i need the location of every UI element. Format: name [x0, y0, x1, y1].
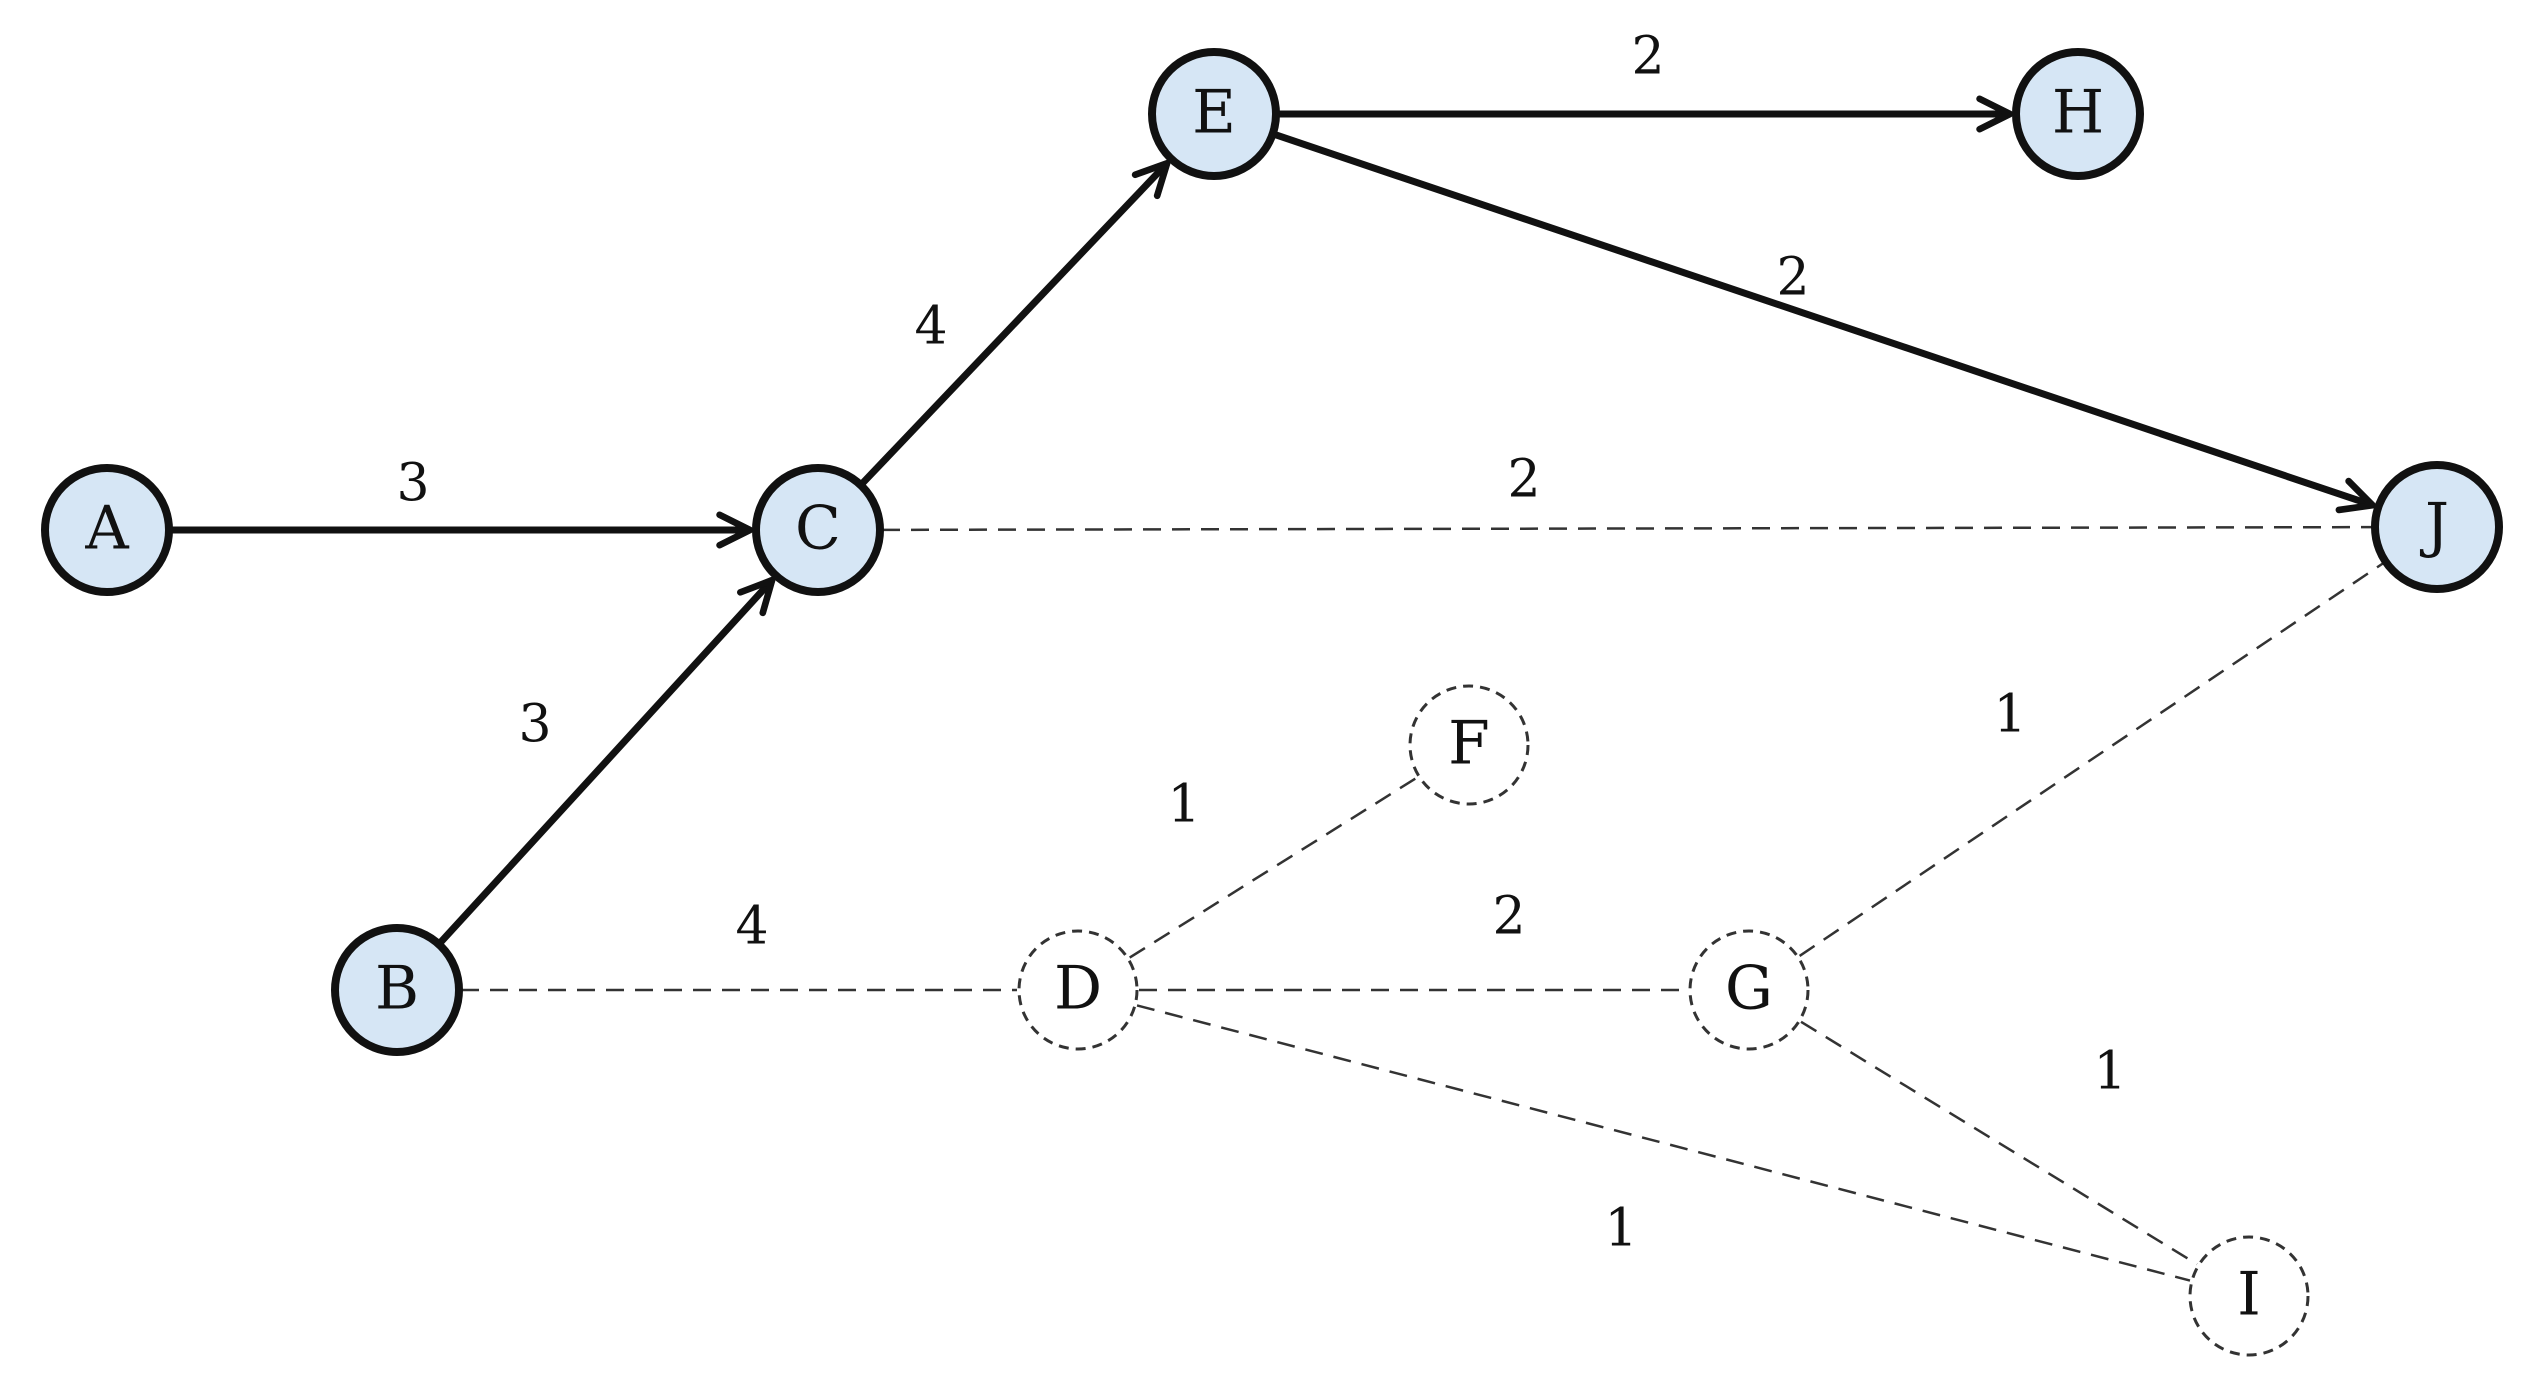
node-label-e: E [1192, 78, 1236, 148]
edge-weight-e-h: 2 [1631, 27, 1664, 87]
node-circle-e [1148, 48, 1280, 180]
edge-weight-e-j: 2 [1776, 248, 1809, 308]
node-d: D [1017, 929, 1139, 1051]
node-label-a: A [84, 494, 129, 564]
edge-weight-d-i: 1 [1604, 1199, 1637, 1259]
node-j: J [2371, 461, 2503, 593]
node-label-h: H [2052, 78, 2104, 148]
node-circle-d [1017, 929, 1139, 1051]
edge-g-i [1800, 1020, 2198, 1266]
node-circle-g [1688, 929, 1810, 1051]
node-circle-j [2371, 461, 2503, 593]
edge-weight-c-j: 2 [1507, 450, 1540, 510]
node-circle-i [2188, 1235, 2310, 1357]
node-b: B [331, 924, 463, 1056]
edge-weight-g-j: 1 [1993, 685, 2026, 745]
node-label-f: F [1448, 709, 1490, 779]
edge-weight-g-i: 1 [2093, 1042, 2126, 1102]
node-label-d: D [1054, 954, 1102, 1024]
node-circle-h [2012, 48, 2144, 180]
node-g: G [1688, 929, 1810, 1051]
node-a: A [41, 464, 173, 596]
edge-weight-d-f: 1 [1167, 775, 1200, 835]
edge-c-e [859, 159, 1171, 487]
node-label-i: I [2237, 1260, 2261, 1330]
node-label-b: B [375, 954, 419, 1024]
nodes-layer: A B C D E F G H I J [41, 48, 2503, 1357]
edge-weight-b-d: 4 [735, 897, 768, 957]
node-label-g: G [1725, 954, 1773, 1024]
edge-weight-b-c: 3 [518, 695, 551, 755]
edge-b-c [437, 576, 776, 946]
node-e: E [1148, 48, 1280, 180]
edges-layer [171, 95, 2385, 1282]
edge-g-j [1798, 561, 2385, 957]
edge-labels-layer: 3 3 4 2 2 2 4 1 2 1 1 1 [396, 27, 2126, 1259]
node-i: I [2188, 1235, 2310, 1357]
node-circle-c [752, 464, 884, 596]
node-f: F [1408, 684, 1530, 806]
edge-e-j [1273, 131, 2376, 514]
edge-d-i [1136, 1004, 2191, 1282]
node-label-c: C [795, 494, 841, 564]
edge-weight-d-g: 2 [1492, 887, 1525, 947]
node-circle-f [1408, 684, 1530, 806]
edge-weight-a-c: 3 [396, 454, 429, 514]
edge-weight-c-e: 4 [914, 297, 947, 357]
node-h: H [2012, 48, 2144, 180]
node-circle-b [331, 924, 463, 1056]
node-circle-a [41, 464, 173, 596]
node-c: C [752, 464, 884, 596]
edge-c-j [881, 525, 2374, 532]
